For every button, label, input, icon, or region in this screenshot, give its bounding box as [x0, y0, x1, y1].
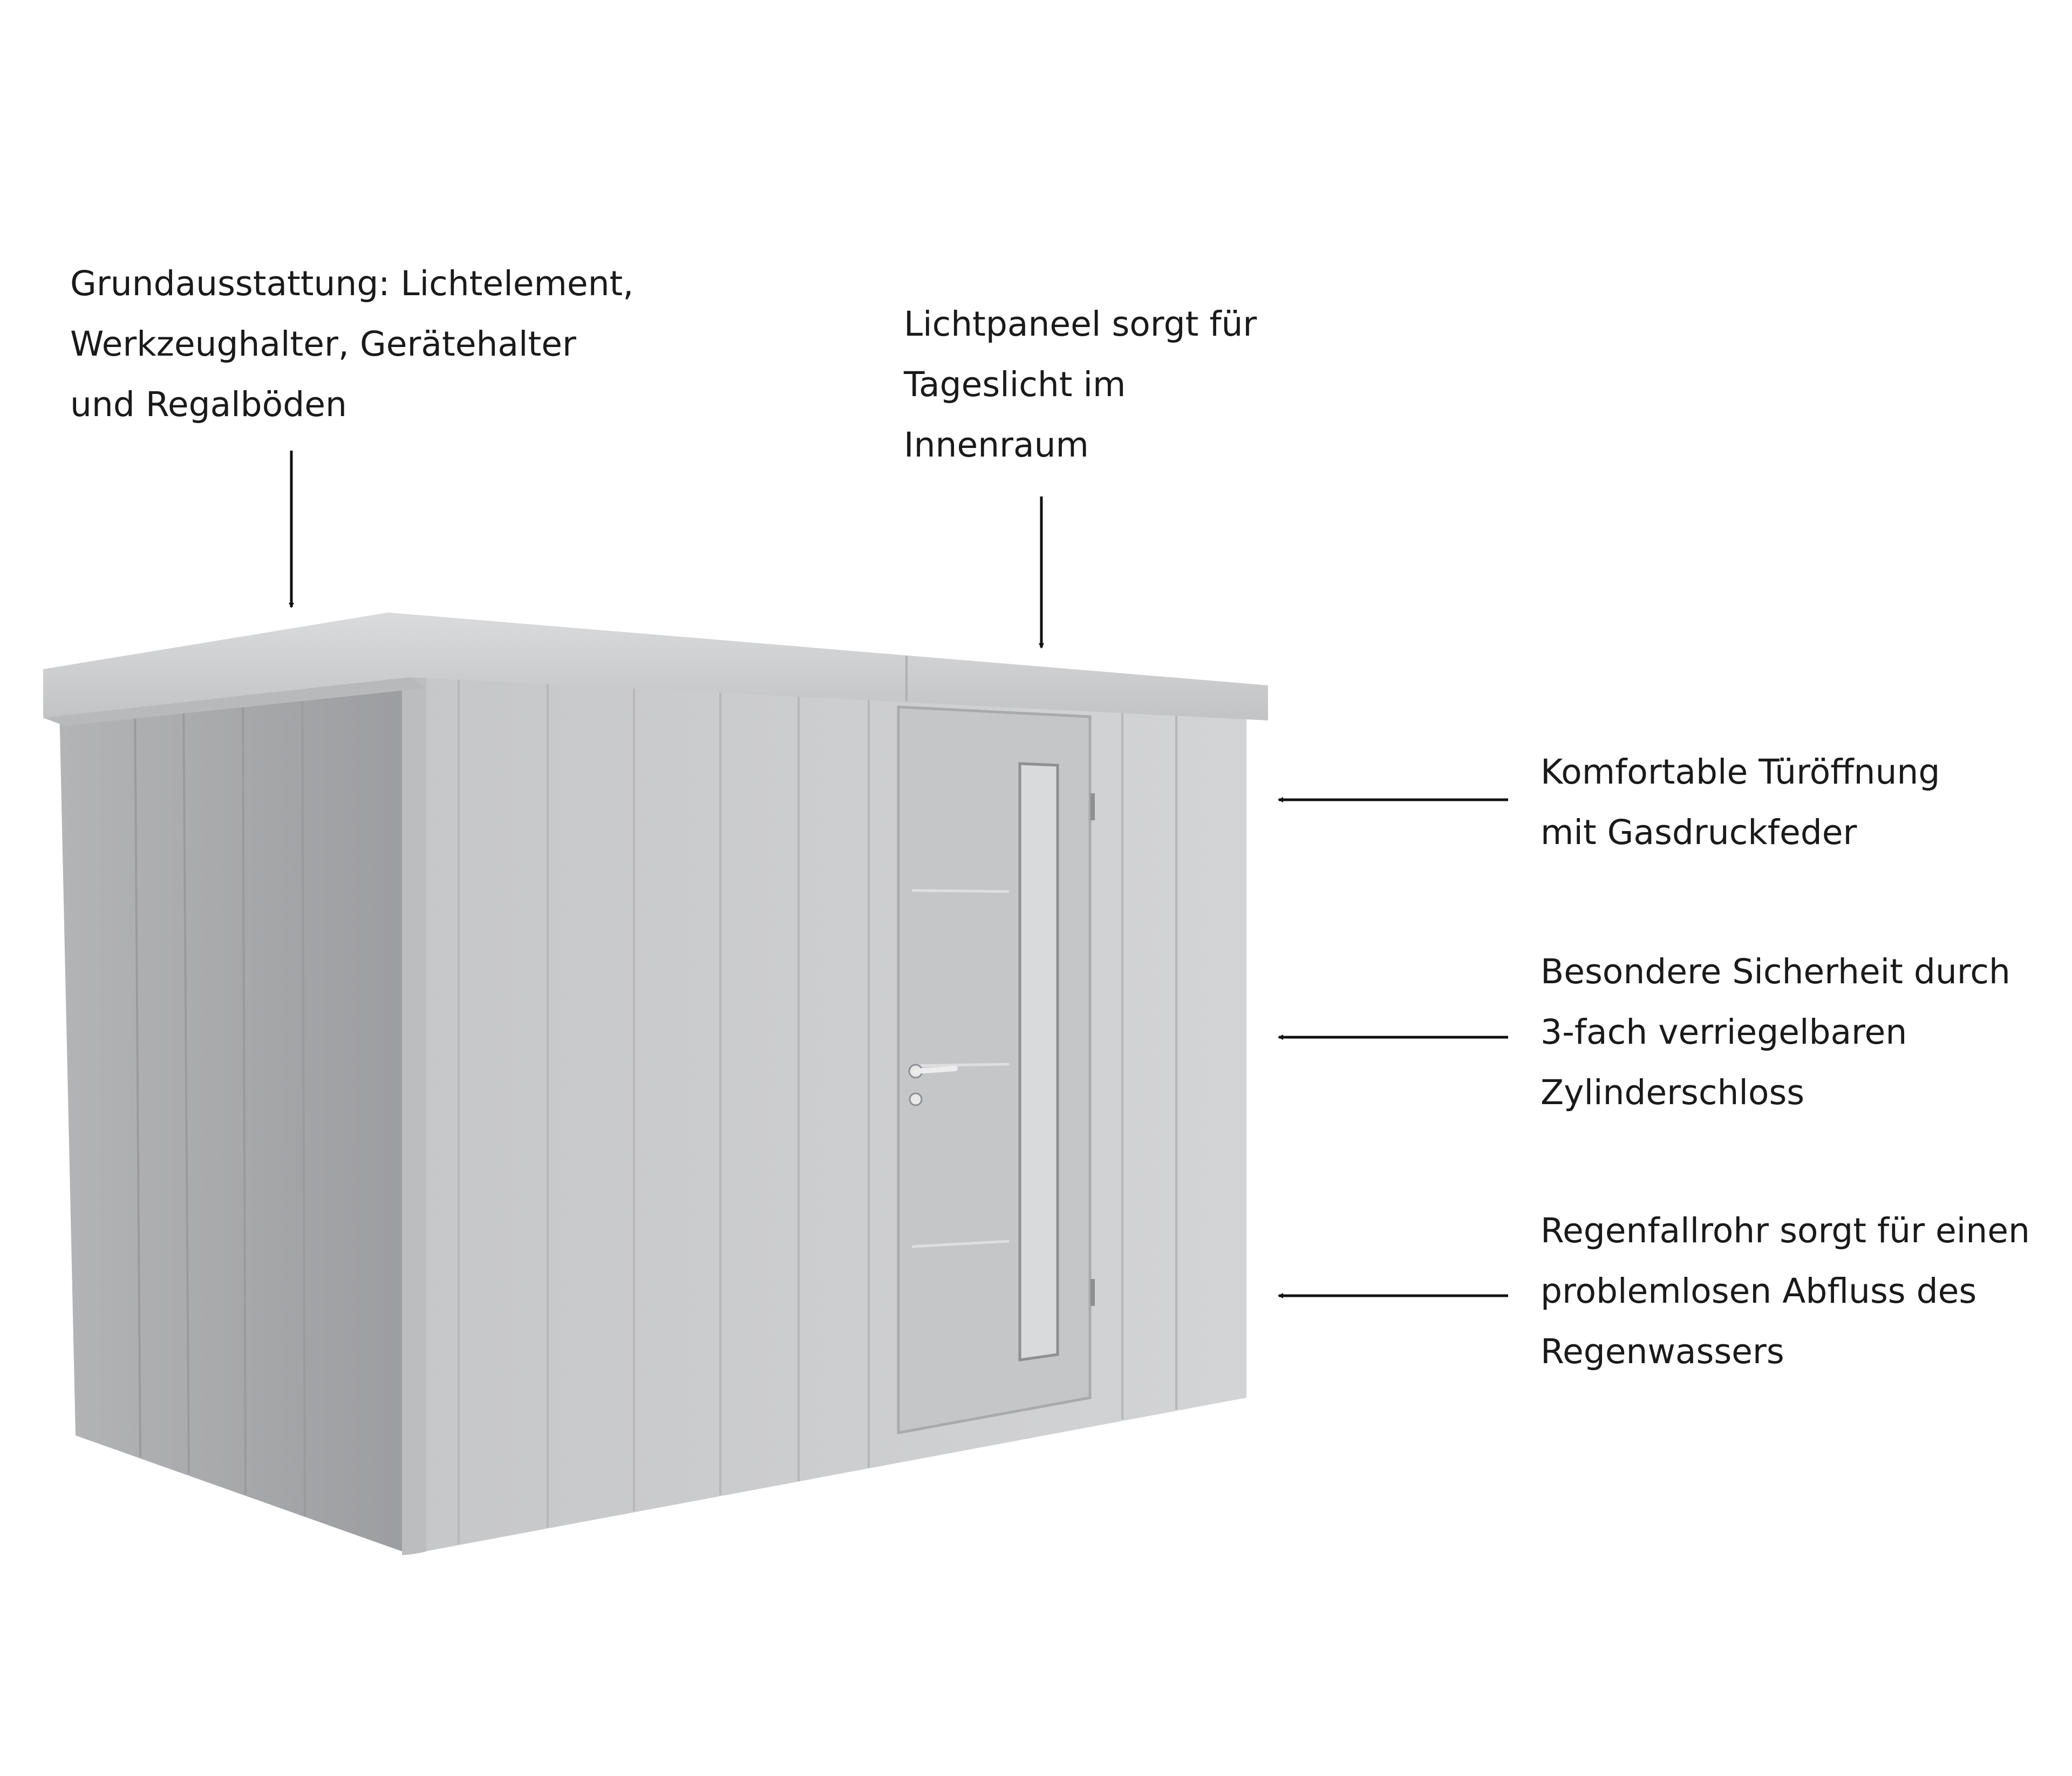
shed-front-wall: [410, 669, 1246, 1554]
callout-security-line-1: Besondere Sicherheit durch: [1541, 952, 2010, 991]
callout-equipment: Grundausstattung: Lichtelement, Werkzeug…: [70, 254, 633, 435]
door-handle: [913, 1066, 958, 1074]
callout-downpipe-line-1: Regenfallrohr sorgt für einen: [1541, 1211, 2030, 1250]
callout-equipment-line-2: Werkzeughalter, Gerätehalter: [70, 324, 576, 364]
shed-roof-front: [43, 613, 1268, 720]
callout-light-panel-line-3: Innenraum: [904, 425, 1089, 465]
door-stripe-3: [911, 1240, 1010, 1248]
shed-door: [897, 705, 1095, 1434]
callout-light-panel-line-1: Lichtpaneel sorgt für: [904, 304, 1257, 344]
door-window: [1018, 762, 1059, 1362]
callout-downpipe: Regenfallrohr sorgt für einen problemlos…: [1541, 1201, 2030, 1382]
garden-shed: [43, 613, 1268, 1555]
callout-door-opening: Komfortable Türöffnung mit Gasdruckfeder: [1541, 742, 1940, 863]
callout-light-panel-line-2: Tageslicht im: [904, 365, 1126, 404]
shed-side-wall: [59, 669, 410, 1554]
callout-arrows: [289, 451, 1508, 1298]
side-wall-grooves: [134, 682, 306, 1517]
callout-equipment-line-1: Grundausstattung: Lichtelement,: [70, 264, 634, 303]
callout-door-opening-line-1: Komfortable Türöffnung: [1541, 752, 1940, 792]
callout-downpipe-line-2: problemlosen Abfluss des: [1541, 1271, 1977, 1311]
callout-security-line-3: Zylinderschloss: [1541, 1073, 1805, 1112]
callout-downpipe-line-3: Regenwassers: [1541, 1332, 1784, 1371]
callout-door-opening-line-2: mit Gasdruckfeder: [1541, 813, 1857, 852]
shed-roof-edge: [43, 677, 426, 726]
callout-security-line-2: 3-fach verriegelbaren: [1541, 1012, 1907, 1052]
door-stripe-2: [911, 1063, 1010, 1067]
shed-corner: [402, 671, 426, 1555]
door-lock-cylinder: [909, 1092, 923, 1106]
callout-security: Besondere Sicherheit durch 3-fach verrie…: [1541, 942, 2010, 1123]
front-wall-grooves: [458, 675, 1177, 1543]
callout-equipment-line-3: und Regalböden: [70, 385, 347, 424]
callout-light-panel: Lichtpaneel sorgt für Tageslicht im Inne…: [904, 294, 1257, 475]
door-stripe-1: [911, 889, 1010, 893]
